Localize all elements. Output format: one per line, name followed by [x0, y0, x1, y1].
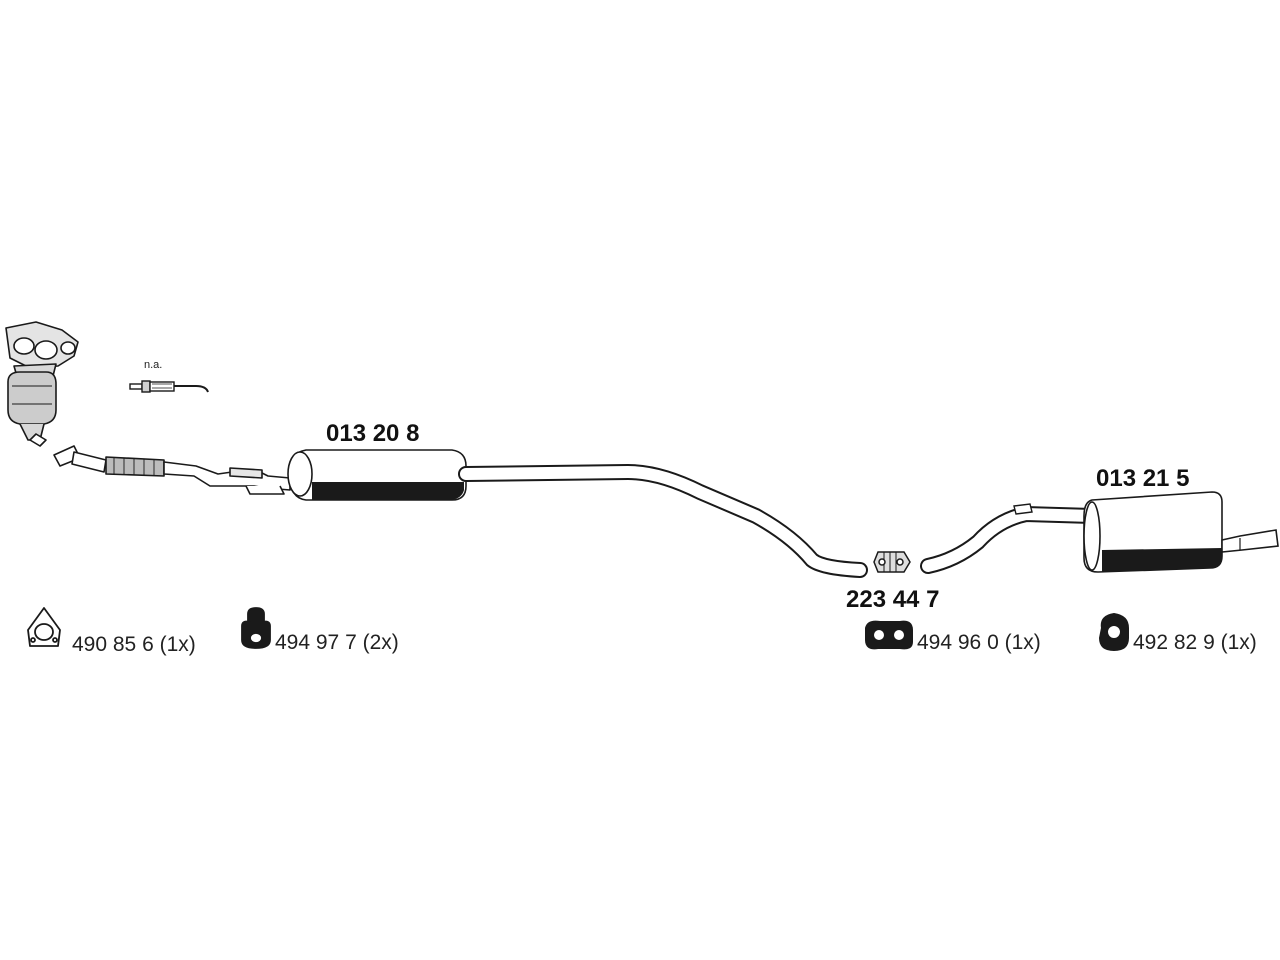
- pipe-clamp: [873, 551, 911, 573]
- intermediate-pipe: [458, 463, 868, 578]
- rubber-hanger-icon: [241, 607, 271, 649]
- oxygen-sensor: [129, 380, 209, 393]
- rear-pipe: [920, 503, 1100, 574]
- gasket-label: 490 85 6 (1x): [72, 633, 196, 656]
- front-pipe: [53, 445, 291, 495]
- rubber-ring-label: 492 82 9 (1x): [1133, 631, 1257, 654]
- gasket-icon: [27, 607, 61, 647]
- manifold-catalyst: [5, 321, 79, 447]
- sensor-note-label: n.a.: [144, 359, 163, 371]
- middle-silencer: [287, 449, 467, 501]
- rubber-hanger-label: 494 97 7 (2x): [275, 631, 399, 654]
- middle-silencer-part-number: 013 20 8: [326, 420, 420, 447]
- rear-silencer-part-number: 013 21 5: [1096, 465, 1190, 492]
- rubber-strap-label: 494 96 0 (1x): [917, 631, 1041, 654]
- rubber-strap-icon: [865, 620, 913, 650]
- clamp-part-number: 223 44 7: [846, 586, 940, 613]
- rubber-ring-icon: [1098, 612, 1129, 652]
- rear-silencer: [1083, 491, 1279, 573]
